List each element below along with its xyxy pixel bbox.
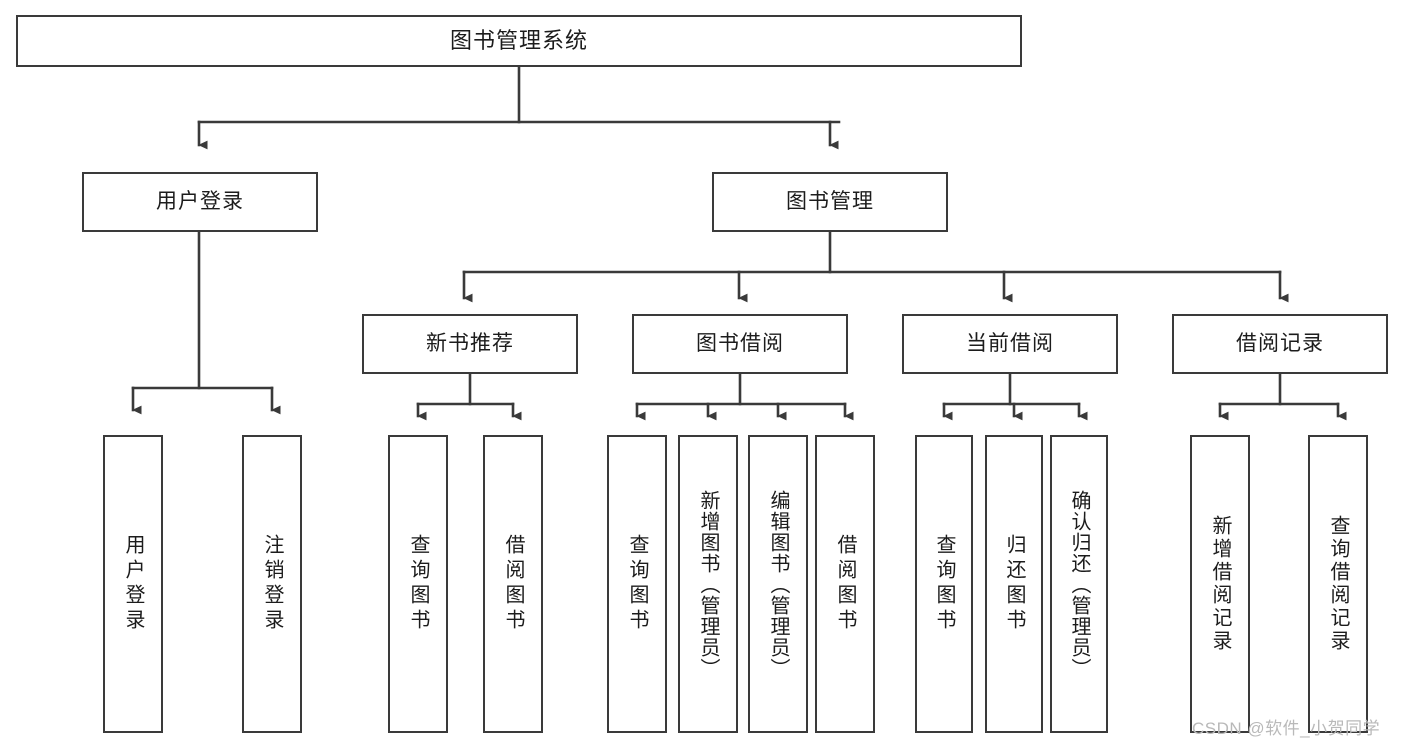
csdn-watermark: CSDN @软件_小贺同学 — [1192, 719, 1381, 738]
node-new-book-recommend[interactable]: 新书推荐 — [362, 314, 578, 374]
node-leaf-add-record[interactable]: 新增借阅记录 — [1190, 435, 1250, 733]
node-leaf-confirm-return[interactable]: 确认归还（管理员） — [1050, 435, 1108, 733]
node-leaf-add-book-label: 新增图书（管理员） — [697, 489, 719, 679]
node-leaf-borrow-book-2[interactable]: 借阅图书 — [815, 435, 875, 733]
node-leaf-query-record[interactable]: 查询借阅记录 — [1308, 435, 1368, 733]
node-leaf-confirm-return-label: 确认归还（管理员） — [1068, 489, 1090, 679]
node-leaf-query-book-2[interactable]: 查询图书 — [607, 435, 667, 733]
node-leaf-user-login-label: 用户登录 — [122, 534, 144, 634]
node-leaf-edit-book[interactable]: 编辑图书（管理员） — [748, 435, 808, 733]
node-leaf-borrow-book-2-label: 借阅图书 — [834, 534, 856, 634]
node-leaf-user-login[interactable]: 用户登录 — [103, 435, 163, 733]
node-current-borrow-label: 当前借阅 — [966, 331, 1054, 355]
node-new-book-recommend-label: 新书推荐 — [426, 331, 514, 355]
node-leaf-borrow-book-1[interactable]: 借阅图书 — [483, 435, 543, 733]
node-book-borrow-label: 图书借阅 — [696, 331, 784, 355]
node-root-label: 图书管理系统 — [449, 28, 588, 54]
node-borrow-record-label: 借阅记录 — [1236, 331, 1324, 355]
node-leaf-query-book-3-label: 查询图书 — [933, 534, 955, 634]
node-book-borrow[interactable]: 图书借阅 — [632, 314, 848, 374]
node-leaf-user-logout[interactable]: 注销登录 — [242, 435, 302, 733]
node-leaf-return-book[interactable]: 归还图书 — [985, 435, 1043, 733]
node-leaf-borrow-book-1-label: 借阅图书 — [502, 534, 524, 634]
node-leaf-return-book-label: 归还图书 — [1003, 534, 1025, 634]
node-leaf-query-book-3[interactable]: 查询图书 — [915, 435, 973, 733]
node-borrow-record[interactable]: 借阅记录 — [1172, 314, 1388, 374]
node-leaf-query-record-label: 查询借阅记录 — [1327, 515, 1349, 653]
node-leaf-edit-book-label: 编辑图书（管理员） — [767, 489, 789, 679]
node-leaf-add-book[interactable]: 新增图书（管理员） — [678, 435, 738, 733]
node-user-login[interactable]: 用户登录 — [82, 172, 318, 232]
node-leaf-query-book-1[interactable]: 查询图书 — [388, 435, 448, 733]
node-current-borrow[interactable]: 当前借阅 — [902, 314, 1118, 374]
node-book-manage[interactable]: 图书管理 — [712, 172, 948, 232]
node-book-manage-label: 图书管理 — [786, 189, 874, 213]
node-user-login-label: 用户登录 — [156, 189, 244, 213]
node-root[interactable]: 图书管理系统 — [16, 15, 1022, 67]
node-leaf-query-book-2-label: 查询图书 — [626, 534, 648, 634]
node-leaf-user-logout-label: 注销登录 — [261, 534, 283, 634]
node-leaf-add-record-label: 新增借阅记录 — [1209, 515, 1231, 653]
node-leaf-query-book-1-label: 查询图书 — [407, 534, 429, 634]
